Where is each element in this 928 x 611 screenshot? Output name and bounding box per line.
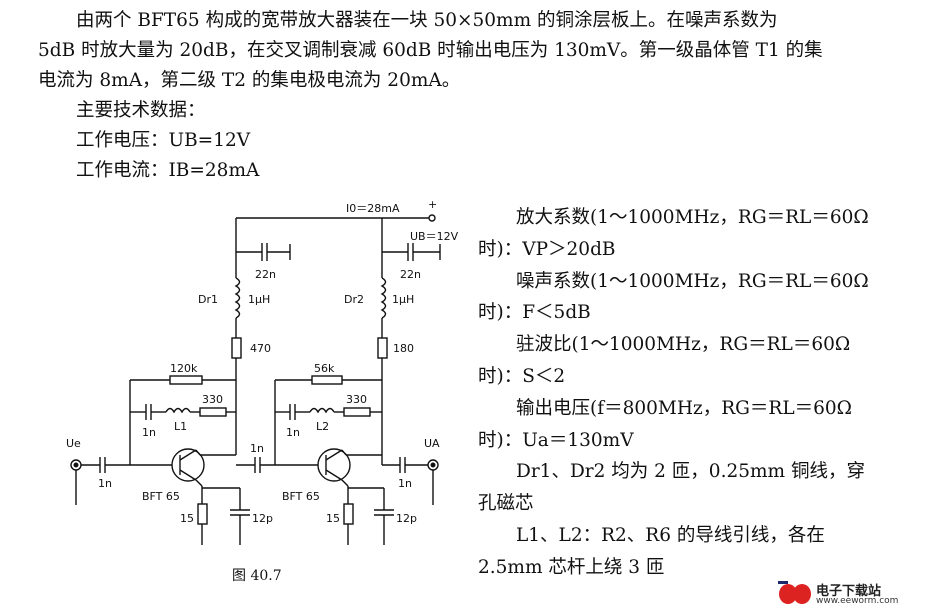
label-r330-left: 330: [202, 393, 223, 406]
label-c12p-left: 12p: [252, 512, 273, 525]
spec-line: 时)：F＜5dB: [478, 302, 591, 324]
label-ue: Ue: [66, 437, 81, 450]
label-c1n-right-fb: 1n: [286, 426, 300, 439]
logo-title: 电子下载站: [816, 584, 882, 599]
label-r15-left: 15: [180, 512, 194, 525]
label-l2: L2: [316, 420, 329, 433]
spec-line: 时)：VP＞20dB: [478, 238, 616, 260]
logo-bug-icon: [778, 581, 811, 604]
intro-line-1: 由两个 BFT65 构成的宽带放大器装在一块 50×50mm 的铜涂层板上。在噪…: [76, 10, 778, 31]
label-c22n-left: 22n: [255, 268, 276, 281]
spec-heading: 主要技术数据：: [76, 100, 206, 121]
label-c1n-inter: 1n: [250, 442, 264, 455]
label-ua: UA: [424, 437, 440, 450]
label-l1: L1: [174, 420, 187, 433]
spec-line: 2.5mm 芯杆上绕 3 匝: [478, 556, 665, 578]
intro-line-2: 5dB 时放大量为 20dB，在交叉调制衰减 60dB 时输出电压为 130mV…: [38, 40, 823, 61]
figure-caption: 图 40.7: [232, 568, 282, 584]
label-dr2-val: 1μH: [392, 293, 414, 306]
label-c12p-right: 12p: [396, 512, 417, 525]
spec-line: L1、L2：R2、R6 的导线引线，各在: [516, 524, 825, 546]
label-c1n-left-fb: 1n: [142, 426, 156, 439]
intro-line-3: 电流为 8mA，第二级 T2 的集电极电流为 20mA。: [38, 70, 461, 91]
label-c1n-out: 1n: [398, 477, 412, 490]
label-dr1: Dr1: [198, 293, 218, 306]
label-i0: I0＝28mA: [346, 202, 400, 215]
label-r120k: 120k: [170, 362, 198, 375]
spec-list: 放大系数(1～1000MHz，RG＝RL＝60Ω 时)：VP＞20dB 噪声系数…: [478, 202, 898, 584]
label-r330-right: 330: [346, 393, 367, 406]
spec-line: 驻波比(1～1000MHz，RG＝RL＝60Ω: [516, 334, 851, 356]
spec-line: Dr1、Dr2 均为 2 匝，0.25mm 铜线，穿: [516, 461, 865, 483]
label-dr2: Dr2: [344, 293, 364, 306]
spec-line: 放大系数(1～1000MHz，RG＝RL＝60Ω: [516, 207, 869, 228]
label-ub: UB＝12V: [410, 230, 459, 243]
working-voltage: 工作电压：UB=12V: [76, 130, 251, 151]
logo-url: www.eeworm.com: [816, 596, 899, 606]
spec-line: 孔磁芯: [478, 493, 534, 515]
label-r56k: 56k: [314, 362, 335, 375]
intro-paragraph: 由两个 BFT65 构成的宽带放大器装在一块 50×50mm 的铜涂层板上。在噪…: [38, 6, 888, 186]
spec-line: 时)：Ua＝130mV: [478, 429, 634, 451]
spec-line: 输出电压(f＝800MHz，RG＝RL＝60Ω: [516, 397, 852, 419]
label-dr1-val: 1μH: [248, 293, 270, 306]
label-t2: BFT 65: [282, 490, 320, 503]
label-t1: BFT 65: [142, 490, 180, 503]
site-logo: 电子下载站 www.eeworm.com: [776, 578, 926, 610]
working-current: 工作电流：IB=28mA: [76, 160, 260, 181]
spec-line: 噪声系数(1～1000MHz，RG＝RL＝60Ω: [516, 270, 869, 292]
label-c1n-in: 1n: [98, 477, 112, 490]
label-r470: 470: [250, 342, 271, 355]
label-r15-right: 15: [326, 512, 340, 525]
label-r180: 180: [393, 342, 414, 355]
spec-line: 时)：S＜2: [478, 365, 566, 387]
label-plus: +: [428, 198, 437, 211]
label-c22n-right: 22n: [400, 268, 421, 281]
